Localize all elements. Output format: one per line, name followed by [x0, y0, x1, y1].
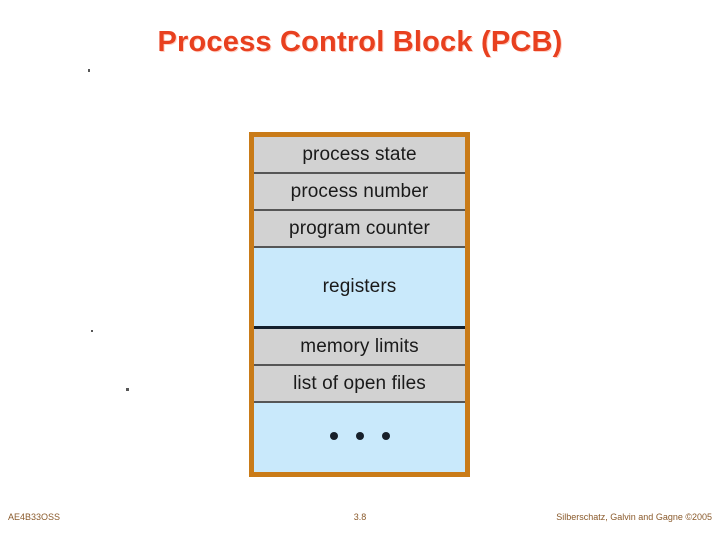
bullet-marker-2: [91, 330, 93, 332]
pcb-field-list-of-open-files: list of open files: [254, 366, 465, 403]
footer-copyright: Silberschatz, Galvin and Gagne ©2005: [556, 512, 712, 522]
bullet-marker-1: [88, 69, 90, 72]
page-title: Process Control Block (PCB): [157, 26, 563, 58]
pcb-field-program-counter: program counter: [254, 211, 465, 248]
bullet-marker-3: [126, 388, 129, 391]
pcb-diagram-rows: process state process number program cou…: [254, 137, 465, 472]
pcb-diagram: process state process number program cou…: [249, 132, 470, 477]
pcb-field-label: registers: [322, 276, 397, 297]
pcb-field-label: memory limits: [300, 335, 419, 357]
pcb-field-registers: registers: [254, 248, 465, 329]
ellipsis-dot: [381, 431, 390, 440]
pcb-field-label: list of open files: [293, 372, 426, 394]
ellipsis-dots-icon: [254, 431, 465, 440]
pcb-field-memory-limits: memory limits: [254, 329, 465, 366]
footer-course-code: AE4B33OSS: [8, 512, 61, 522]
pcb-field-label: process number: [290, 180, 429, 202]
pcb-field-label: program counter: [289, 217, 430, 239]
pcb-field-label: process state: [302, 143, 417, 165]
pcb-field-process-state: process state: [254, 137, 465, 174]
ellipsis-dot: [329, 431, 338, 440]
footer-page-number: 3.8: [353, 512, 367, 522]
slide-footer: AE4B33OSS 3.8 Silberschatz, Galvin and G…: [0, 506, 720, 540]
pcb-field-ellipsis: [254, 403, 465, 472]
ellipsis-dot: [355, 431, 364, 440]
pcb-field-process-number: process number: [254, 174, 465, 211]
